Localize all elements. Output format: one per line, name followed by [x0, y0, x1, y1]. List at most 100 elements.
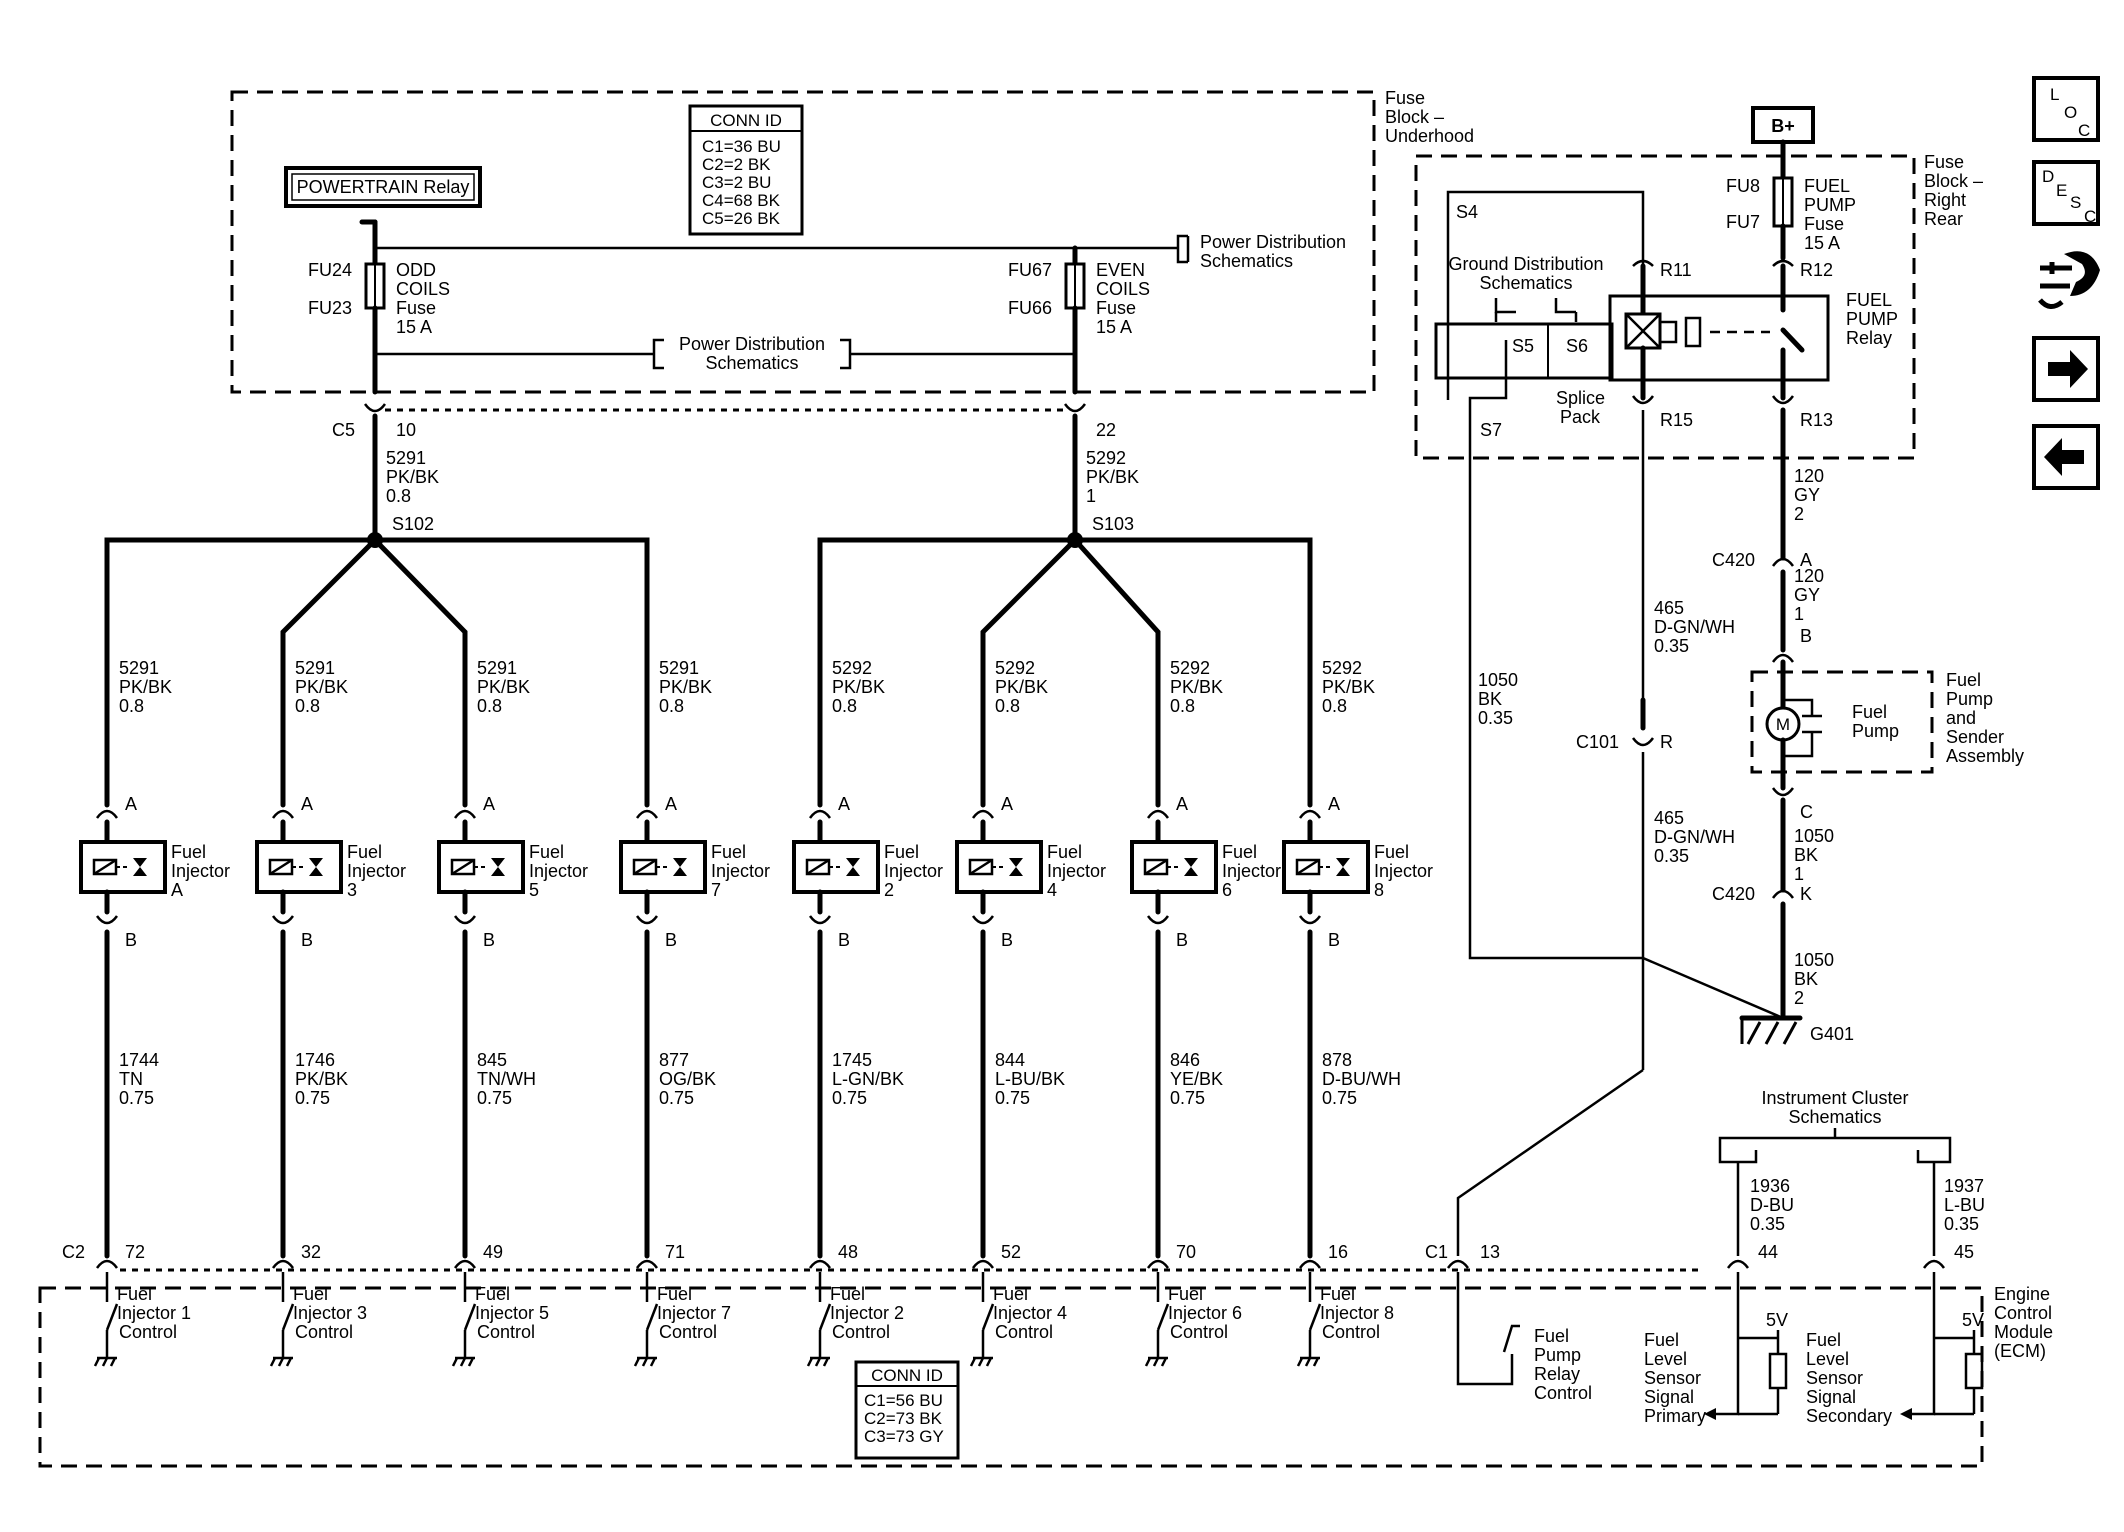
ecm-pin-44: 44 [1758, 1242, 1778, 1262]
motor-icon: M [1776, 715, 1790, 734]
injector-pin-a: A [1176, 794, 1188, 814]
conn-id-table-top: CONN ID C1=36 BU C2=2 BK C3=2 BU C4=68 B… [688, 104, 804, 236]
ecm-c2-label: C2 [62, 1242, 85, 1262]
c5-pin-right: 22 [1096, 420, 1116, 440]
ecm-pin: 16 [1328, 1242, 1348, 1262]
powertrain-relay-label: POWERTRAIN Relay [297, 177, 470, 197]
injector-pin-a: A [125, 794, 137, 814]
s6-label: S6 [1566, 336, 1588, 356]
pump-pin-b: B [1800, 626, 1812, 646]
c101-label: C101 [1576, 732, 1619, 752]
injector-pin-b: B [301, 930, 313, 950]
ecm-conn-id-row: C1=56 BU [864, 1391, 943, 1410]
r11-label: R11 [1660, 260, 1692, 280]
ecm-conn-id-title: CONN ID [871, 1366, 943, 1385]
s4-label: S4 [1456, 202, 1478, 222]
b-plus-terminal[interactable]: B+ [1751, 106, 1815, 144]
ecm-pin: 72 [125, 1242, 145, 1262]
svg-text:L: L [2050, 85, 2059, 104]
arrow-right-icon[interactable] [2032, 336, 2100, 402]
c5-pin-left: 10 [396, 420, 416, 440]
s102-label: S102 [392, 514, 434, 534]
svg-text:S: S [2070, 193, 2081, 212]
c101-pin-r: R [1660, 732, 1673, 752]
c420-label-top: C420 [1712, 550, 1755, 570]
loc-button[interactable]: L O C [2032, 76, 2100, 142]
desc-button[interactable]: D E S C [2032, 160, 2100, 226]
arrow-left-icon[interactable] [2032, 424, 2100, 490]
injector-pin-a: A [1328, 794, 1340, 814]
injector-pin-a: A [665, 794, 677, 814]
ecm-pin: 71 [665, 1242, 685, 1262]
odd-fuse-bottom: FU23 [308, 298, 352, 318]
injector-pin-a: A [483, 794, 495, 814]
injector-pin-a: A [838, 794, 850, 814]
svg-text:O: O [2064, 103, 2077, 122]
ecm-pin: 49 [483, 1242, 503, 1262]
ecm-pin: 70 [1176, 1242, 1196, 1262]
injector-pin-b: B [665, 930, 677, 950]
powertrain-relay-box[interactable]: POWERTRAIN Relay [284, 166, 482, 208]
conn-id-row: C4=68 BK [702, 191, 781, 210]
five-v-primary: 5V [1766, 1310, 1788, 1330]
g401-label: G401 [1810, 1024, 1854, 1044]
ecm-conn-id-row: C3=73 GY [864, 1427, 944, 1446]
r13-label: R13 [1800, 410, 1833, 430]
b-plus-label: B+ [1771, 116, 1795, 136]
injector-pin-a: A [301, 794, 313, 814]
injector-pin-b: B [838, 930, 850, 950]
ecm-pin: 32 [301, 1242, 321, 1262]
even-fuse-top: FU67 [1008, 260, 1052, 280]
wrench-icon[interactable] [2038, 251, 2100, 309]
svg-text:C: C [2084, 207, 2096, 226]
